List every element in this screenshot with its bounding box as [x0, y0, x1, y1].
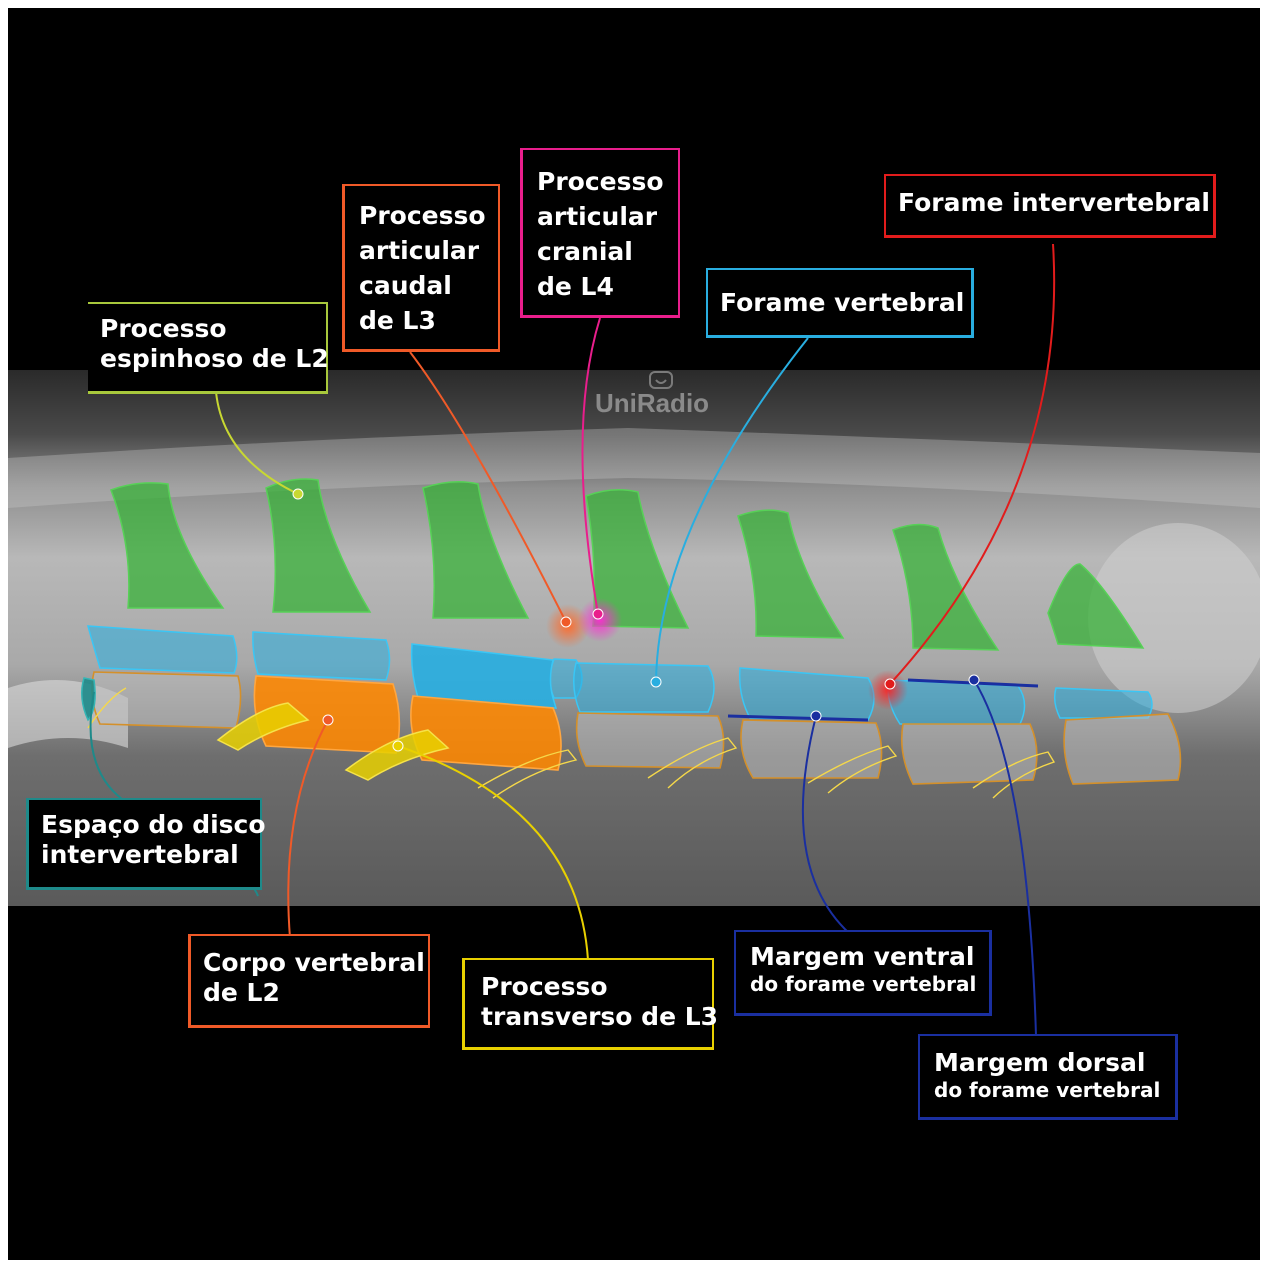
label-disc-space: Espaço do disco intervertebral: [26, 798, 262, 890]
label-ventral-margin: Margem ventral do forame vertebral: [734, 930, 992, 1016]
label-line: intervertebral: [41, 840, 248, 870]
label-line: de L4: [537, 269, 664, 304]
label-line: de L3: [359, 303, 484, 338]
label-line-primary: Margem ventral: [750, 942, 975, 972]
label-line: Forame vertebral: [720, 288, 959, 318]
annotated-radiograph: UniRadio: [8, 8, 1260, 1260]
cranial-articular-glow: [578, 598, 622, 642]
label-line: Corpo vertebral: [203, 948, 416, 978]
label-line: Processo: [537, 164, 664, 199]
label-line: caudal: [359, 268, 484, 303]
label-line: Forame intervertebral: [898, 188, 1201, 218]
label-line: espinhoso de L2: [100, 344, 314, 374]
label-line-primary: Margem dorsal: [934, 1048, 1161, 1078]
watermark-text: UniRadio: [595, 388, 709, 418]
label-vertebral-foramen: Forame vertebral: [706, 268, 974, 338]
label-line: articular: [359, 233, 484, 268]
label-caudal-articular-process: Processo articular caudal de L3: [342, 184, 500, 352]
intervertebral-foramen-glow: [868, 670, 908, 710]
label-line: Espaço do disco: [41, 810, 248, 840]
label-intervertebral-foramen: Forame intervertebral: [884, 174, 1216, 238]
label-line-secondary: do forame vertebral: [934, 1078, 1161, 1102]
label-line: Processo: [481, 972, 696, 1002]
label-line: transverso de L3: [481, 1002, 696, 1032]
label-vertebral-body: Corpo vertebral de L2: [188, 934, 430, 1028]
label-cranial-articular-process: Processo articular cranial de L4: [520, 148, 680, 318]
label-line-secondary: do forame vertebral: [750, 972, 975, 996]
label-line: cranial: [537, 234, 664, 269]
label-transverse-process: Processo transverso de L3: [462, 958, 714, 1050]
label-spinous-process: Processo espinhoso de L2: [88, 302, 328, 394]
label-line: de L2: [203, 978, 416, 1008]
label-line: Processo: [100, 314, 314, 344]
label-line: Processo: [359, 198, 484, 233]
label-line: articular: [537, 199, 664, 234]
label-dorsal-margin: Margem dorsal do forame vertebral: [918, 1034, 1178, 1120]
